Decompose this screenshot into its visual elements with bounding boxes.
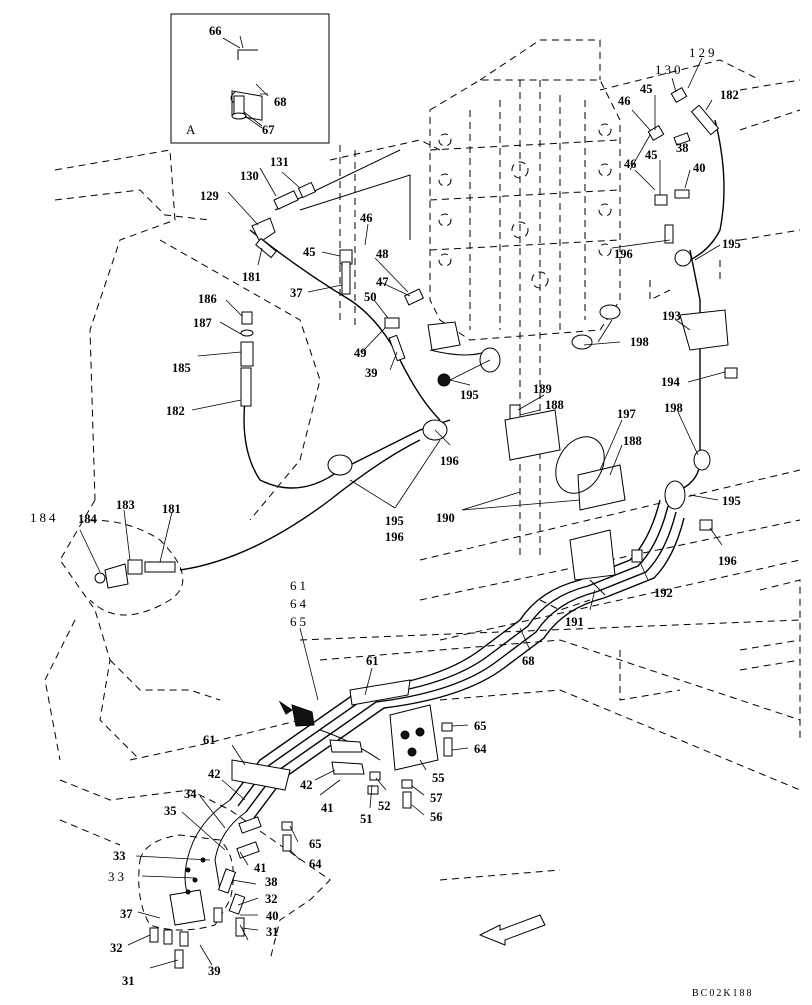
part-label-185: 185 (172, 361, 191, 375)
part-label-184a: 184 (30, 510, 59, 525)
part-label-198: 198 (630, 335, 649, 349)
part-label-51: 51 (360, 812, 373, 826)
part-label-131: 131 (270, 155, 289, 169)
part-label-46: 46 (624, 157, 637, 171)
part-label-191: 191 (565, 615, 584, 629)
part-label-197: 197 (617, 407, 636, 421)
part-label-32: 32 (110, 941, 123, 955)
part-label-188: 188 (623, 434, 642, 448)
part-label-196: 196 (440, 454, 459, 468)
part-label-65: 65 (474, 719, 487, 733)
part-label-32: 32 (265, 892, 278, 906)
part-label-130: 130 (240, 169, 259, 183)
part-label-52: 52 (378, 799, 391, 813)
part-label-183: 183 (116, 498, 135, 512)
part-label-187: 187 (193, 316, 212, 330)
part-label-45: 45 (640, 82, 653, 96)
part-label-196: 196 (614, 247, 633, 261)
part-label-49: 49 (354, 346, 367, 360)
part-label-61: 61 (290, 578, 309, 593)
part-label-42: 42 (300, 778, 313, 792)
part-label-192: 192 (654, 586, 673, 600)
direction-arrow-icon (478, 914, 546, 946)
part-label-67: 67 (262, 123, 275, 137)
detail-inset-a (170, 13, 330, 144)
fittings (94, 86, 738, 969)
part-label-182: 182 (166, 404, 185, 418)
part-label-68: 68 (522, 654, 535, 668)
part-label-188: 188 (545, 398, 564, 412)
part-label-182: 182 (720, 88, 739, 102)
part-label-45: 45 (645, 148, 658, 162)
part-label-65: 65 (309, 837, 322, 851)
part-label-184: 184 (78, 512, 98, 526)
part-label-189: 189 (533, 382, 552, 396)
part-label-55: 55 (432, 771, 445, 785)
part-label-31: 31 (122, 974, 135, 988)
valve-block (389, 704, 439, 771)
part-label-40: 40 (266, 909, 279, 923)
hydraulic-hoses (179, 119, 725, 901)
part-label-37: 37 (290, 286, 303, 300)
part-label-64: 64 (290, 596, 309, 611)
part-label-57: 57 (430, 791, 443, 805)
bolt-part (233, 95, 245, 115)
part-label-46: 46 (618, 94, 631, 108)
part-label-38: 38 (676, 141, 689, 155)
part-label-40: 40 (693, 161, 706, 175)
part-label-190: 190 (436, 511, 455, 525)
part-label-33: 33 (113, 849, 126, 863)
part-label-198: 198 (664, 401, 683, 415)
leader-lines (79, 37, 726, 969)
part-label-39: 39 (365, 366, 378, 380)
part-label-195: 195 (460, 388, 479, 402)
part-label-194: 194 (661, 375, 681, 389)
part-label-68: 68 (274, 95, 287, 109)
part-label-61: 61 (203, 733, 216, 747)
part-label-196: 196 (718, 554, 737, 568)
part-label-129: 129 (200, 189, 219, 203)
part-label-130: 130 (655, 62, 684, 77)
part-label-181: 181 (162, 502, 181, 516)
drawing-code: BC02K188 (692, 988, 754, 999)
part-label-37: 37 (120, 907, 133, 921)
part-label-64: 64 (474, 742, 487, 756)
part-label-64: 64 (309, 857, 322, 871)
part-label-186: 186 (198, 292, 217, 306)
part-label-33a: 33 (108, 869, 127, 884)
part-label-48: 48 (376, 247, 389, 261)
part-label-41: 41 (254, 861, 267, 875)
part-label-195: 195 (722, 237, 741, 251)
part-label-39: 39 (208, 964, 221, 978)
part-number-labels: A 66 68 67 130 129 182 45 46 38 45 40 46… (30, 24, 754, 999)
part-label-56: 56 (430, 810, 443, 824)
part-label-129: 129 (689, 45, 718, 60)
inset-frame (170, 13, 330, 144)
part-label-181: 181 (242, 270, 261, 284)
part-label-41: 41 (321, 801, 334, 815)
part-label-47: 47 (376, 275, 389, 289)
part-label-193: 193 (662, 309, 681, 323)
part-label-65: 65 (290, 614, 309, 629)
part-label-66: 66 (209, 24, 222, 38)
part-label-38: 38 (265, 875, 278, 889)
part-label-196: 196 (385, 530, 404, 544)
machine-frame-outline (44, 39, 801, 961)
part-label-42: 42 (208, 767, 221, 781)
part-label-50: 50 (364, 290, 377, 304)
inset-letter: A (186, 122, 198, 137)
part-label-61: 61 (366, 654, 379, 668)
part-label-195: 195 (385, 514, 404, 528)
part-label-46: 46 (360, 211, 373, 225)
control-valve-assembly (429, 79, 621, 341)
part-label-195: 195 (722, 494, 741, 508)
part-label-34: 34 (184, 787, 197, 801)
part-label-31: 31 (266, 925, 279, 939)
part-label-45: 45 (303, 245, 316, 259)
part-label-35: 35 (164, 804, 177, 818)
